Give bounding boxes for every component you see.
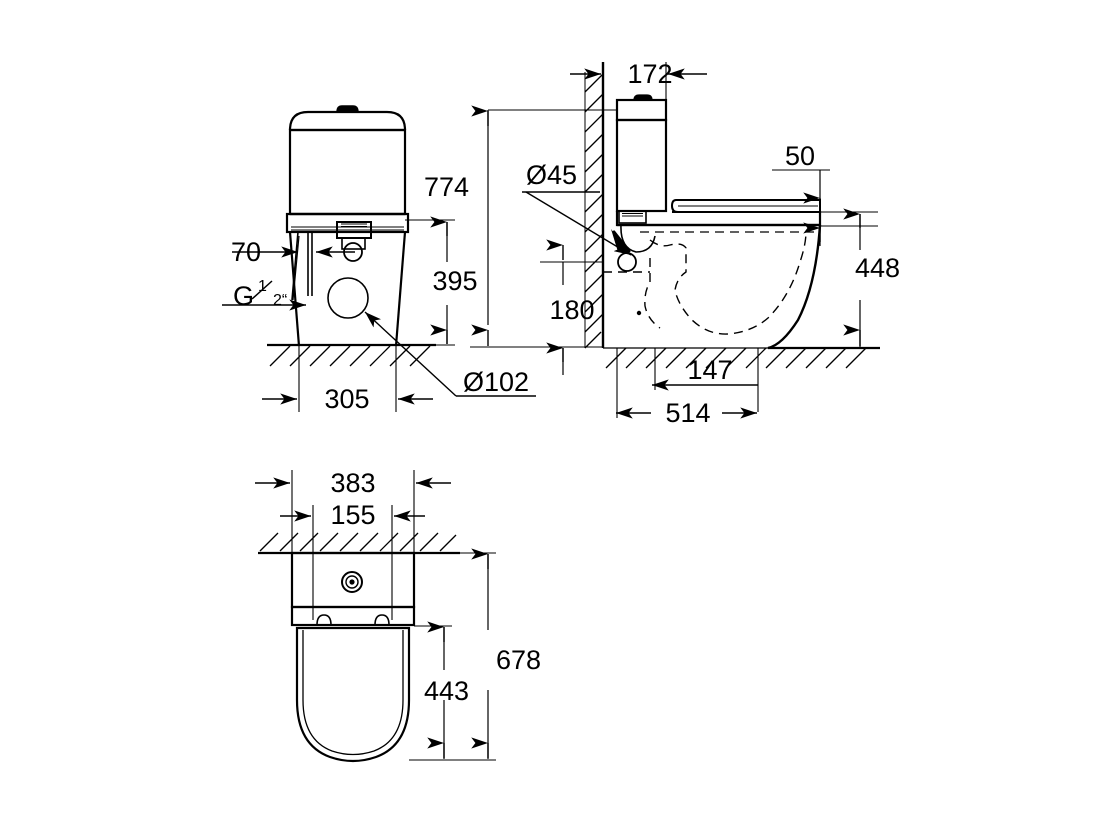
side-label-180: 180 (549, 295, 594, 325)
side-label-50: 50 (785, 141, 815, 171)
plan-dim-383 (255, 470, 451, 553)
plan-dim-443 (414, 621, 452, 759)
front-outlet-circle (327, 277, 369, 319)
front-flush-fitting (336, 221, 372, 262)
plan-label-443: 443 (424, 676, 469, 706)
side-dim-45-leader (522, 191, 632, 256)
front-label-70: 70 (231, 237, 261, 267)
plan-dim-678 (409, 548, 496, 761)
side-dim-147 (652, 348, 759, 412)
front-pan-ledge (285, 212, 410, 234)
front-dim-305 (262, 345, 433, 412)
front-dim-70 (232, 235, 355, 301)
side-section-view (470, 62, 880, 419)
front-dim-102-leader (364, 311, 536, 397)
front-label-G-denominator: 2“ (273, 292, 287, 309)
front-label-G: G (233, 281, 254, 311)
side-label-774: 774 (424, 172, 469, 202)
front-inlet-pipe (291, 231, 313, 301)
front-label-102: Ø102 (463, 367, 529, 397)
front-dim-395 (397, 216, 455, 346)
front-elevation-view (222, 105, 536, 412)
front-label-395: 395 (432, 266, 477, 296)
front-fraction-slash (251, 280, 273, 300)
side-pan-rim (615, 210, 822, 233)
side-dim-774 (470, 105, 617, 348)
side-label-448: 448 (855, 253, 900, 283)
plan-label-678: 678 (496, 645, 541, 675)
front-label-G-numerator: 1 (258, 278, 267, 295)
plan-view (255, 470, 496, 763)
plan-seat-outline (295, 626, 411, 763)
side-dim-172 (570, 62, 707, 100)
plan-label-155: 155 (330, 500, 375, 530)
plan-dim-155 (280, 505, 425, 620)
side-dim-180 (540, 239, 603, 375)
side-seat-lid (670, 199, 821, 213)
side-label-45: Ø45 (526, 160, 577, 190)
side-label-147: 147 (687, 355, 732, 385)
side-bolt-dot (636, 310, 642, 316)
side-bowl-internal (603, 231, 807, 335)
side-dim-514 (616, 348, 757, 419)
plan-label-383: 383 (330, 468, 375, 498)
plan-pan-ledge (290, 605, 416, 627)
side-dim-448 (820, 208, 880, 349)
side-label-514: 514 (665, 398, 710, 428)
front-label-305: 305 (324, 384, 369, 414)
side-label-172: 172 (627, 59, 672, 89)
